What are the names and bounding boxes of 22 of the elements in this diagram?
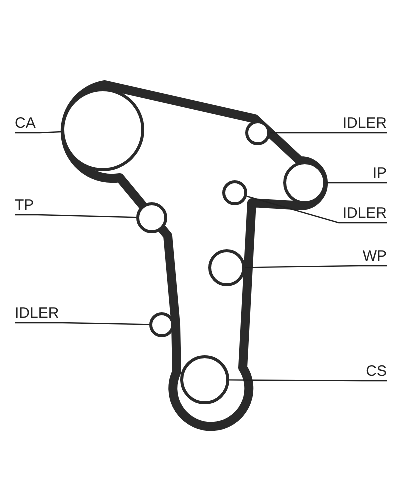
part-label: CS	[366, 363, 387, 381]
part-label: TP	[15, 197, 34, 215]
part-label: CA	[15, 115, 36, 133]
leader-line	[246, 196, 387, 224]
part-label: IDLER	[15, 305, 60, 323]
part-label: WP	[362, 248, 387, 266]
pulley	[136, 202, 168, 234]
leader-line	[15, 214, 137, 218]
part-label: IDLER	[342, 205, 387, 223]
pulley	[245, 120, 271, 146]
leader-line	[230, 380, 387, 382]
pulley	[149, 312, 175, 338]
leader-line	[246, 265, 387, 268]
pulley	[180, 355, 230, 405]
part-label: IP	[372, 165, 387, 183]
pulley	[222, 180, 248, 206]
leader-line	[270, 132, 387, 134]
part-label: IDLER	[342, 115, 387, 133]
leader-line	[15, 131, 62, 134]
leader-line	[15, 322, 150, 326]
pulley	[208, 249, 246, 287]
leader-line	[326, 182, 387, 184]
